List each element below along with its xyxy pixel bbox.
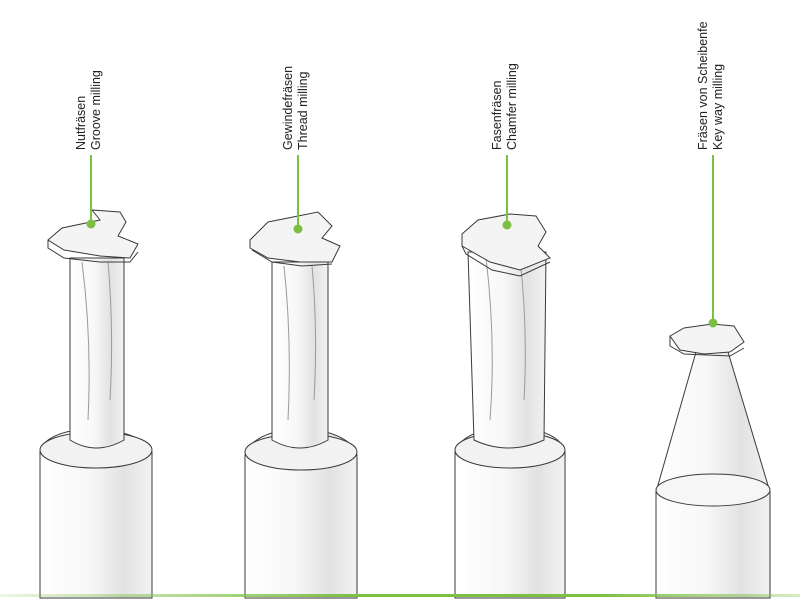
label-thread-de: Gewindefräsen	[281, 65, 295, 150]
label-keyway-de: Fräsen von Scheibenfe	[696, 21, 710, 150]
flute	[485, 257, 493, 421]
cone-base	[655, 473, 771, 507]
key-way-milling-tool	[655, 323, 771, 599]
flute	[81, 261, 90, 421]
leader-dot-chamfer	[502, 220, 512, 230]
cutter-head	[249, 211, 341, 263]
cutter-head	[669, 323, 745, 355]
cutter-head	[461, 213, 551, 271]
label-chamfer-de: Fasenfräsen	[490, 80, 504, 150]
bottom-accent-line	[0, 594, 800, 597]
neck	[69, 257, 125, 449]
label-thread-en: Thread milling	[296, 71, 310, 150]
chamfer-milling-tool	[454, 213, 566, 599]
thread-milling-tool	[244, 211, 358, 599]
label-thread-milling: Gewindefräsen Thread milling	[281, 66, 311, 150]
flute	[283, 265, 290, 421]
flute	[107, 261, 113, 401]
label-groove-en: Groove milling	[89, 70, 103, 150]
cutter-edge	[669, 336, 745, 357]
label-chamfer-milling: Fasenfräsen Chamfer milling	[490, 63, 520, 150]
chamfer-edge	[461, 245, 551, 277]
label-chamfer-en: Chamfer milling	[505, 63, 519, 150]
leader-dot-thread	[293, 224, 303, 234]
neck	[467, 251, 547, 449]
label-groove-de: Nutfräsen	[74, 95, 88, 150]
label-keyway-en: Key way milling	[711, 63, 725, 150]
label-groove-milling: Nutfräsen Groove milling	[74, 70, 104, 150]
thread-ridge	[251, 249, 333, 267]
flute	[519, 257, 526, 401]
cutter-head	[47, 209, 139, 259]
leader-lines	[86, 155, 718, 328]
label-key-way-milling: Fräsen von Scheibenfe Key way milling	[696, 21, 726, 150]
leader-dot-keyway	[708, 318, 718, 328]
cutter-edge	[47, 240, 139, 263]
leader-dot-groove	[86, 219, 96, 229]
groove-milling-tool	[39, 209, 153, 599]
flute	[311, 265, 317, 401]
neck	[271, 261, 329, 449]
